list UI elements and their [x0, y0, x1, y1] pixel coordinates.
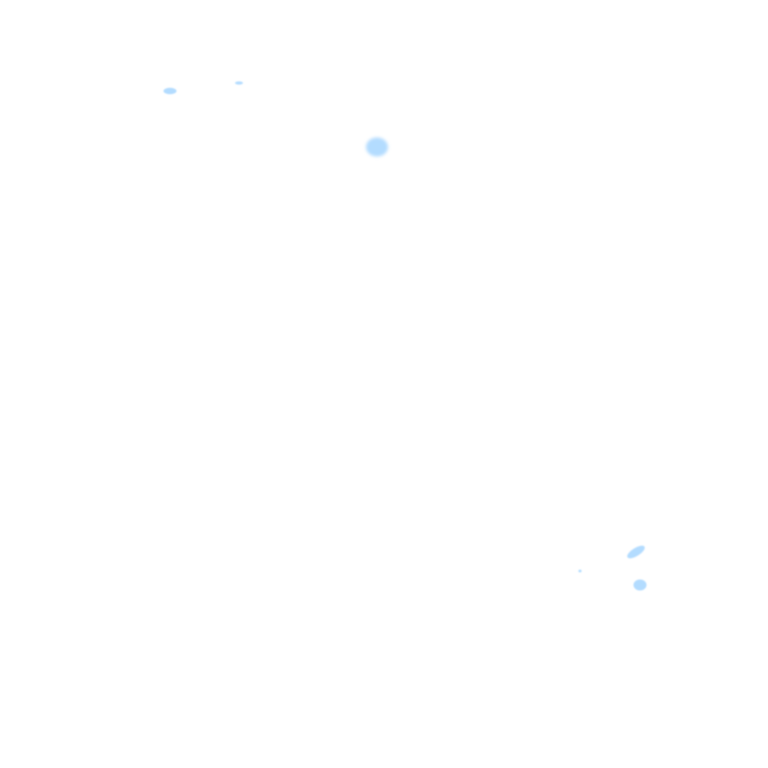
water-body-3 [366, 137, 388, 157]
water-body-1 [163, 87, 177, 95]
water-features [163, 81, 647, 591]
water-body-4 [627, 545, 645, 559]
water-body-5 [633, 579, 647, 591]
water-body-2 [235, 81, 243, 85]
water-body-6 [578, 569, 582, 573]
